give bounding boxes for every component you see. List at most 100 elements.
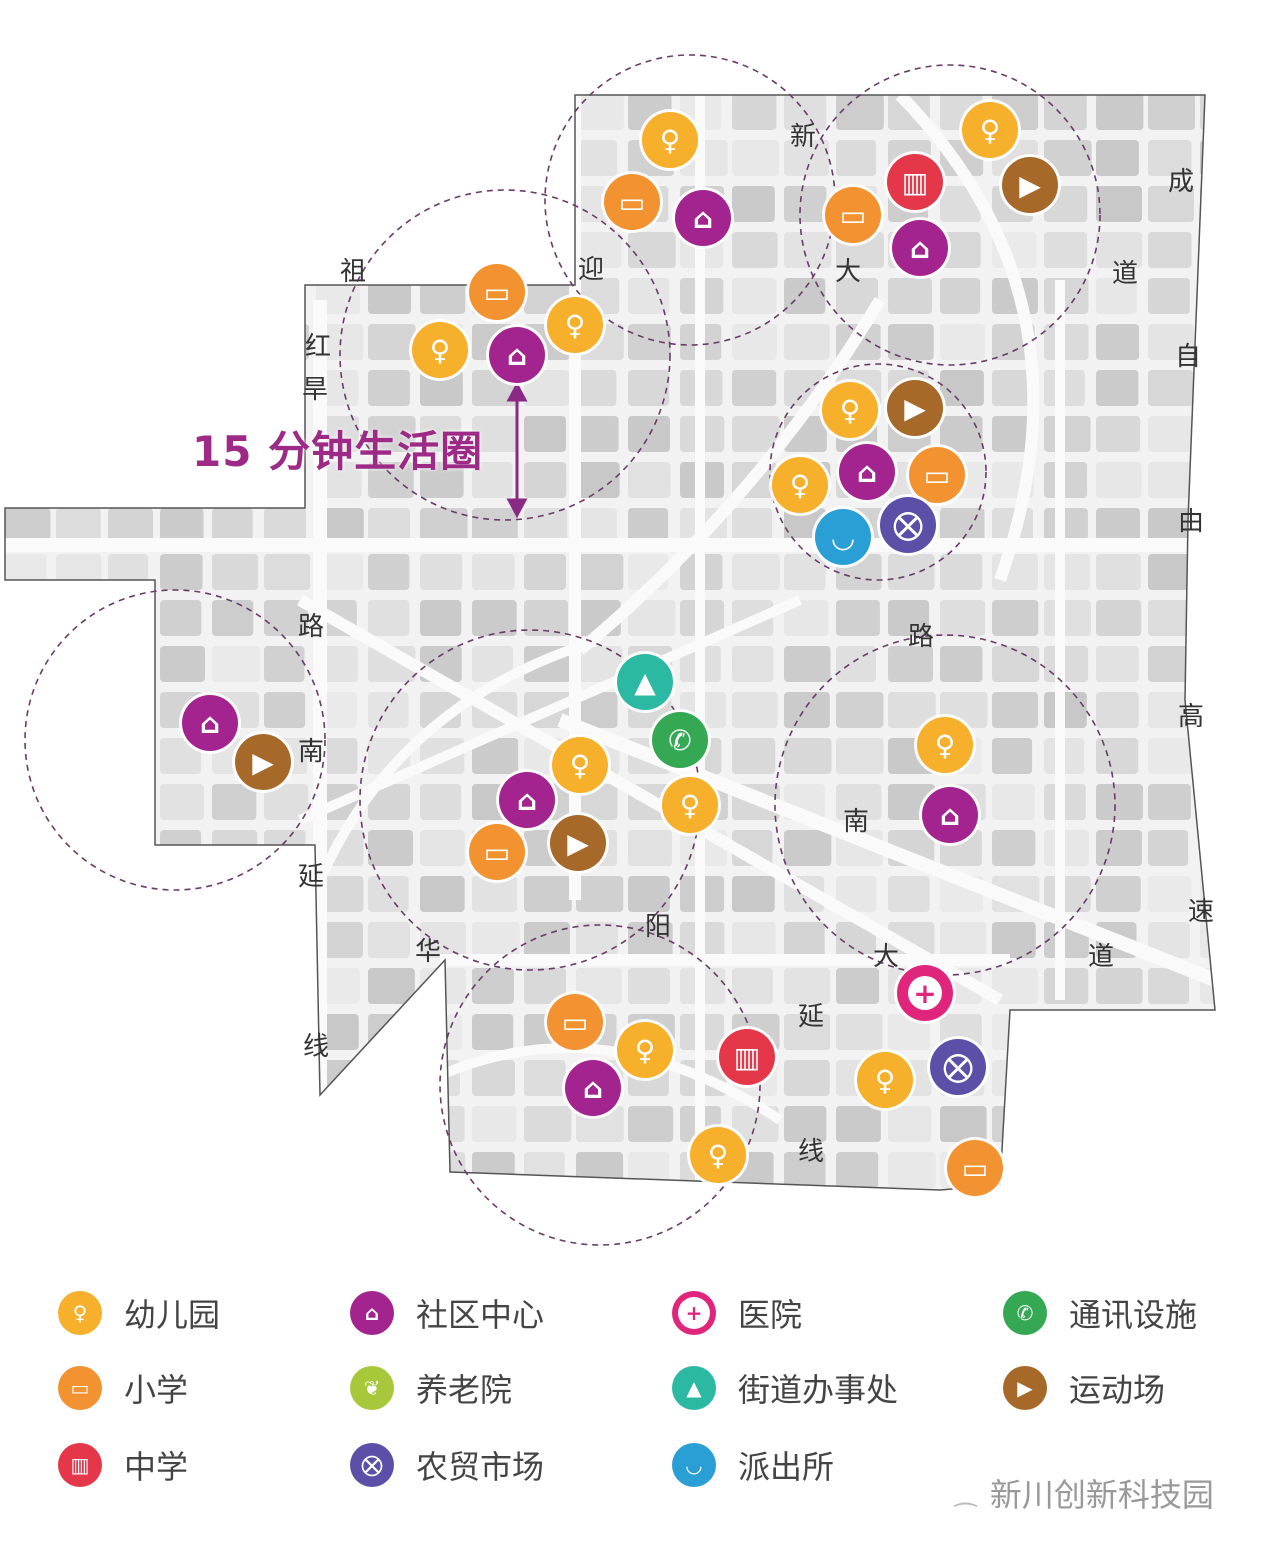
poi-marker-kindergarten[interactable]: ♀ bbox=[914, 714, 976, 776]
city-block bbox=[524, 1060, 566, 1096]
poi-marker-street-office[interactable]: ▲ bbox=[614, 651, 676, 713]
city-block bbox=[1200, 692, 1215, 728]
city-block bbox=[628, 600, 676, 636]
legend-label: 社区中心 bbox=[416, 1296, 545, 1334]
city-block bbox=[212, 1152, 257, 1188]
city-block bbox=[5, 278, 47, 314]
poi-marker-community-center[interactable]: ⌂ bbox=[496, 769, 558, 831]
poi-marker-primary-school[interactable]: ▭ bbox=[944, 1137, 1006, 1199]
poi-marker-kindergarten[interactable]: ♀ bbox=[639, 109, 701, 171]
road bbox=[297, 594, 1003, 1006]
lamp-icon: ♀ bbox=[708, 1139, 729, 1172]
city-block bbox=[784, 1060, 830, 1096]
city-block bbox=[368, 968, 415, 1004]
legend-label: 农贸市场 bbox=[416, 1448, 545, 1486]
poi-marker-kindergarten[interactable]: ♀ bbox=[959, 99, 1021, 161]
city-block bbox=[524, 1152, 565, 1188]
poi-marker-police[interactable]: ◡ bbox=[812, 506, 874, 568]
poi-marker-primary-school[interactable]: ▭ bbox=[466, 821, 528, 883]
city-block bbox=[1148, 95, 1196, 130]
poi-marker-kindergarten[interactable]: ♀ bbox=[549, 734, 611, 796]
city-block bbox=[1148, 1014, 1195, 1050]
poi-marker-community-center[interactable]: ⌂ bbox=[486, 324, 548, 386]
city-block bbox=[264, 554, 311, 590]
city-block bbox=[316, 554, 364, 590]
poi-marker-market[interactable]: ⛒ bbox=[927, 1036, 989, 1098]
city-block bbox=[576, 462, 620, 498]
poi-marker-primary-school[interactable]: ▭ bbox=[601, 171, 663, 233]
city-block bbox=[420, 1152, 466, 1188]
poi-marker-kindergarten[interactable]: ♀ bbox=[614, 1019, 676, 1081]
city-block bbox=[732, 186, 775, 222]
city-block bbox=[368, 95, 410, 130]
district-boundary bbox=[4, 94, 1216, 1191]
poi-marker-community-center[interactable]: ⌂ bbox=[672, 187, 734, 249]
city-block bbox=[56, 830, 97, 866]
city-block bbox=[472, 186, 513, 222]
poi-marker-primary-school[interactable]: ▭ bbox=[822, 184, 884, 246]
city-block bbox=[160, 140, 201, 176]
poi-marker-primary-school[interactable]: ▭ bbox=[906, 444, 968, 506]
city-block bbox=[108, 140, 150, 176]
poi-marker-kindergarten[interactable]: ♀ bbox=[544, 294, 606, 356]
city-block bbox=[1148, 140, 1192, 176]
city-block bbox=[420, 140, 467, 176]
poi-marker-telecom[interactable]: ✆ bbox=[649, 709, 711, 771]
city-block bbox=[1044, 876, 1091, 912]
road-label: 道 bbox=[1112, 259, 1138, 289]
city-block bbox=[316, 1152, 360, 1188]
poi-marker-kindergarten[interactable]: ♀ bbox=[819, 379, 881, 441]
city-block bbox=[472, 416, 518, 452]
city-block bbox=[576, 416, 619, 452]
city-block bbox=[1044, 830, 1089, 866]
city-block bbox=[1200, 830, 1215, 866]
city-block bbox=[472, 140, 516, 176]
radius-arrow bbox=[506, 381, 528, 519]
city-block bbox=[1044, 140, 1092, 176]
city-block bbox=[576, 922, 618, 958]
city-block bbox=[524, 508, 568, 544]
poi-marker-middle-school[interactable]: ▥ bbox=[716, 1026, 778, 1088]
road-label: 自 bbox=[1175, 342, 1201, 372]
city-block bbox=[1148, 186, 1194, 222]
city-block bbox=[5, 186, 51, 222]
lamp-icon: ♀ bbox=[980, 114, 1001, 147]
poi-marker-community-center[interactable]: ⌂ bbox=[919, 784, 981, 846]
badge-icon: ◡ bbox=[672, 1443, 716, 1487]
poi-marker-community-center[interactable]: ⌂ bbox=[836, 441, 898, 503]
poi-marker-primary-school[interactable]: ▭ bbox=[466, 261, 528, 323]
poi-marker-middle-school[interactable]: ▥ bbox=[884, 151, 946, 213]
building-icon: ▥ bbox=[902, 166, 928, 199]
city-block bbox=[264, 922, 310, 958]
city-block bbox=[1200, 462, 1215, 498]
poi-marker-kindergarten[interactable]: ♀ bbox=[769, 454, 831, 516]
city-block bbox=[56, 416, 104, 452]
city-block bbox=[5, 692, 47, 728]
road-label: 旱 bbox=[302, 375, 328, 405]
city-block bbox=[160, 1014, 201, 1050]
city-block bbox=[1044, 646, 1089, 682]
poi-marker-market[interactable]: ⛒ bbox=[877, 494, 939, 556]
poi-marker-kindergarten[interactable]: ♀ bbox=[659, 774, 721, 836]
city-block bbox=[1096, 95, 1144, 130]
poi-marker-hospital[interactable]: + bbox=[894, 962, 956, 1024]
poi-marker-community-center[interactable]: ⌂ bbox=[889, 217, 951, 279]
city-block bbox=[56, 1152, 100, 1188]
poi-marker-kindergarten[interactable]: ♀ bbox=[409, 319, 471, 381]
city-block bbox=[1148, 1106, 1196, 1142]
poi-marker-primary-school[interactable]: ▭ bbox=[544, 991, 606, 1053]
poi-marker-community-center[interactable]: ⌂ bbox=[179, 692, 241, 754]
poi-marker-sports[interactable]: ▶ bbox=[547, 812, 609, 874]
city-block bbox=[1148, 416, 1194, 452]
poi-marker-sports[interactable]: ▶ bbox=[999, 154, 1061, 216]
poi-marker-kindergarten[interactable]: ♀ bbox=[687, 1124, 749, 1186]
poi-marker-sports[interactable]: ▶ bbox=[884, 377, 946, 439]
poi-marker-kindergarten[interactable]: ♀ bbox=[854, 1049, 916, 1111]
city-block bbox=[212, 1014, 254, 1050]
building-icon: ▥ bbox=[58, 1443, 102, 1487]
city-block bbox=[784, 600, 829, 636]
poi-marker-community-center[interactable]: ⌂ bbox=[562, 1057, 624, 1119]
city-block bbox=[1096, 1060, 1144, 1096]
poi-marker-sports[interactable]: ▶ bbox=[232, 731, 294, 793]
city-block bbox=[732, 95, 777, 130]
